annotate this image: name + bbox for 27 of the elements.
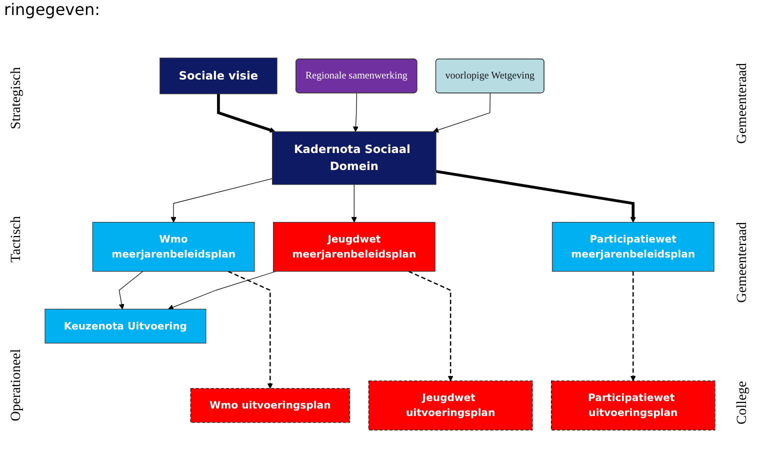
arrow	[436, 170, 636, 223]
node-box: Wmo uitvoeringsplan	[190, 388, 350, 423]
heading-fragment: ringegeven:	[4, 0, 100, 19]
arrow	[228, 270, 273, 389]
arrow	[168, 271, 276, 310]
arrow	[351, 184, 357, 223]
arrow	[352, 92, 358, 132]
arrow	[408, 270, 454, 382]
node-box: Keuzenota Uitvoering	[44, 308, 206, 344]
level-label: College	[735, 381, 751, 425]
arrow	[217, 94, 276, 133]
node-box: Jeugdwet meerjarenbeleidsplan	[273, 222, 436, 272]
arrow	[118, 271, 144, 310]
arrow	[433, 92, 490, 133]
node-box: Wmo meerjarenbeleidsplan	[92, 222, 255, 272]
arrow	[170, 178, 273, 223]
node-box: Participatiewet uitvoeringsplan	[550, 380, 716, 430]
level-label: Gemeenteraad	[735, 222, 751, 304]
level-label: Gemeenteraad	[735, 63, 751, 144]
node-box: Sociale visie	[160, 58, 278, 94]
level-label: Tactisch	[9, 216, 25, 262]
level-label: Operationeel	[9, 348, 25, 421]
level-label: Strategisch	[9, 67, 25, 130]
arrow	[630, 271, 636, 382]
node-box: Jeugdwet uitvoeringsplan	[368, 380, 533, 430]
node-box: Kadernota Sociaal Domein	[272, 131, 436, 185]
node-box: Participatiewet meerjarenbeleidsplan	[552, 222, 714, 272]
